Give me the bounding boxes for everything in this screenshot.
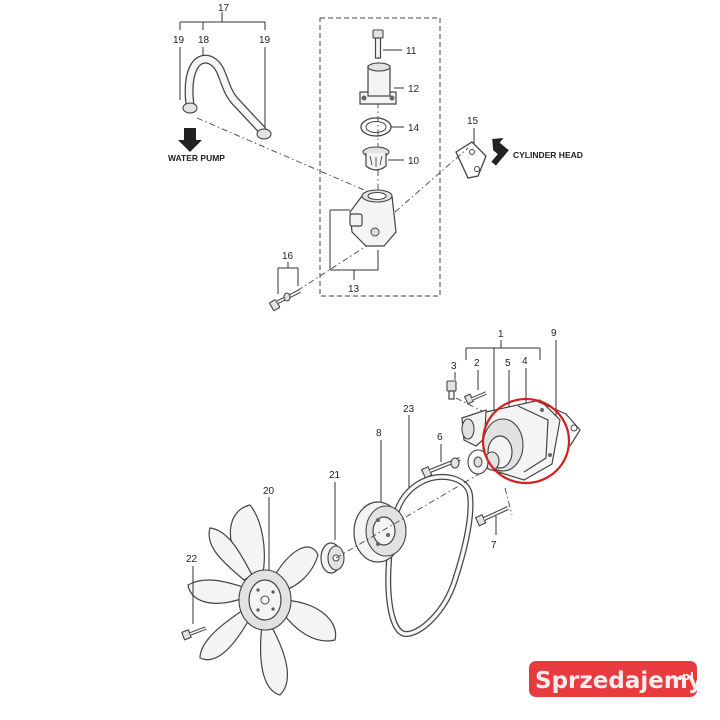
thermostat-cover-12 xyxy=(359,62,397,105)
label-20: 20 xyxy=(263,486,275,497)
watermark-logo: Sprzedajemy .pl xyxy=(529,661,703,697)
cooling-fan-20 xyxy=(187,504,337,696)
label-17: 17 xyxy=(218,3,230,14)
thermostat-10 xyxy=(362,146,390,171)
bolt-7 xyxy=(474,506,509,527)
caption-cylinder-head: CYLINDER HEAD xyxy=(513,150,583,160)
bolt-22 xyxy=(181,626,207,641)
label-16: 16 xyxy=(282,251,294,262)
label-22: 22 xyxy=(186,554,198,565)
group-17-bracket xyxy=(179,12,266,30)
highlight-circle xyxy=(481,397,571,485)
label-13: 13 xyxy=(348,284,360,295)
label-21: 21 xyxy=(329,470,341,481)
spacer-21 xyxy=(320,542,345,574)
label-23: 23 xyxy=(403,404,415,415)
hose-clamp-19-left xyxy=(182,102,198,114)
label-15: 15 xyxy=(467,116,479,127)
label-2: 2 xyxy=(474,358,480,369)
label-5: 5 xyxy=(505,358,511,369)
label-6: 6 xyxy=(437,432,443,443)
water-pump-assembly-1 xyxy=(461,399,581,481)
thermostat-housing-13 xyxy=(349,189,397,247)
hose-clamp-19-right xyxy=(256,128,272,140)
label-4: 4 xyxy=(522,356,528,367)
direction-arrow-water-pump xyxy=(178,128,202,152)
label-7: 7 xyxy=(491,540,497,551)
label-10: 10 xyxy=(408,156,420,167)
sensor-3 xyxy=(446,380,457,400)
label-1: 1 xyxy=(498,329,504,340)
label-19-right: 19 xyxy=(259,35,271,46)
label-11: 11 xyxy=(406,46,417,57)
label-19-left: 19 xyxy=(173,35,185,46)
thermostat-housing-group-box xyxy=(319,17,441,297)
label-3: 3 xyxy=(451,361,457,372)
gasket-15 xyxy=(455,141,487,179)
bolt-6 xyxy=(420,457,461,479)
watermark-suffix: .pl xyxy=(678,670,694,683)
label-14: 14 xyxy=(408,123,420,134)
bolt-16 xyxy=(269,289,301,312)
label-9: 9 xyxy=(551,328,557,339)
direction-arrow-cylinder-head xyxy=(491,137,509,166)
label-18: 18 xyxy=(198,35,210,46)
group-1-bracket xyxy=(465,340,541,360)
bolt-11 xyxy=(372,29,384,59)
gasket-14 xyxy=(360,117,392,137)
caption-water-pump: WATER PUMP xyxy=(168,153,225,163)
label-8: 8 xyxy=(376,428,382,439)
watermark-text: Sprzedajemy xyxy=(535,668,703,694)
label-12: 12 xyxy=(408,84,420,95)
bolt-2 xyxy=(463,391,487,405)
fan-pulley-8 xyxy=(353,501,407,563)
